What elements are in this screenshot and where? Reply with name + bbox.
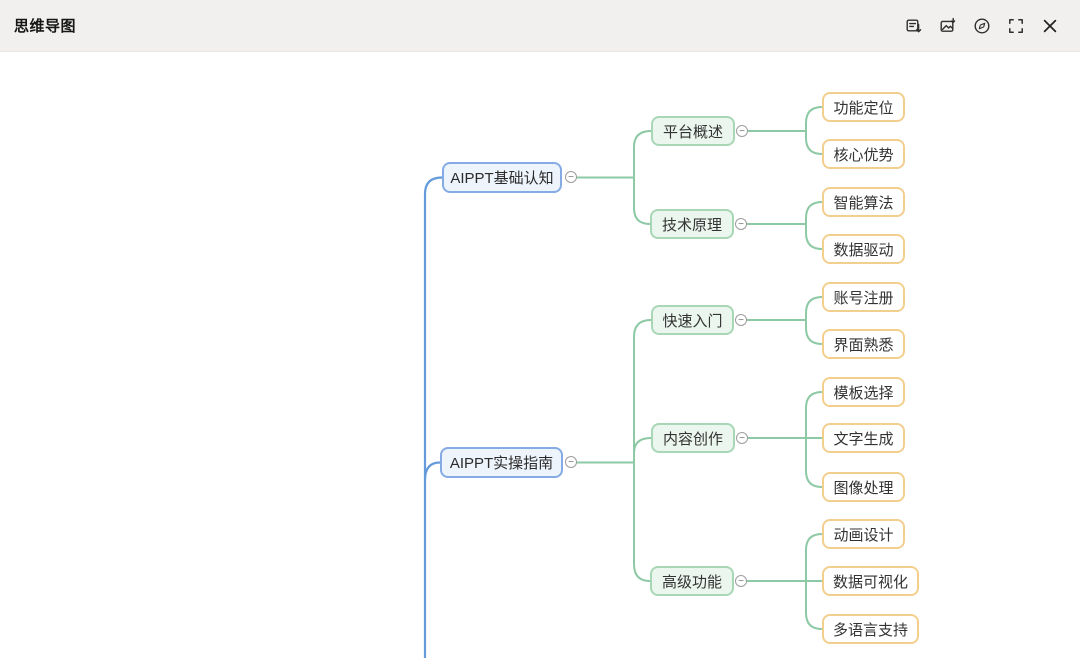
mindmap-node-level3[interactable]: 动画设计: [822, 519, 905, 549]
collapse-button[interactable]: −: [736, 125, 748, 137]
root-connectors: [423, 176, 444, 658]
mindmap-node-level1[interactable]: AIPPT基础认知: [442, 162, 562, 193]
collapse-button[interactable]: −: [735, 575, 747, 587]
collapse-button[interactable]: −: [565, 456, 577, 468]
export-outline-icon[interactable]: [905, 17, 923, 35]
collapse-button[interactable]: −: [735, 314, 747, 326]
fullscreen-icon[interactable]: [1007, 17, 1025, 35]
branch-connectors: [576, 106, 823, 630]
collapse-button[interactable]: −: [736, 432, 748, 444]
mindmap-node-level2[interactable]: 技术原理: [650, 209, 734, 239]
mindmap-node-level3[interactable]: 图像处理: [822, 472, 905, 502]
mindmap-node-level3[interactable]: 界面熟悉: [822, 329, 905, 359]
mindmap-node-level3[interactable]: 文字生成: [822, 423, 905, 453]
mindmap-node-level2[interactable]: 内容创作: [651, 423, 735, 453]
mindmap-node-level2[interactable]: 高级功能: [650, 566, 734, 596]
collapse-button[interactable]: −: [735, 218, 747, 230]
window-title: 思维导图: [14, 18, 77, 35]
mindmap-node-level3[interactable]: 数据驱动: [822, 234, 905, 264]
compass-locate-icon[interactable]: [973, 17, 991, 35]
titlebar: 思维导图: [0, 0, 1080, 52]
mindmap-node-level3[interactable]: 核心优势: [822, 139, 905, 169]
mindmap-node-level3[interactable]: 智能算法: [822, 187, 905, 217]
mindmap-node-level3[interactable]: 模板选择: [822, 377, 905, 407]
toolbar: [905, 17, 1080, 35]
mindmap-node-level3[interactable]: 数据可视化: [822, 566, 919, 596]
export-image-icon[interactable]: [939, 17, 957, 35]
collapse-button[interactable]: −: [565, 171, 577, 183]
mindmap-node-level2[interactable]: 平台概述: [651, 116, 735, 146]
mindmap-node-level3[interactable]: 功能定位: [822, 92, 905, 122]
mindmap-node-level3[interactable]: 账号注册: [822, 282, 905, 312]
mindmap-node-level2[interactable]: 快速入门: [651, 305, 734, 335]
mindmap-node-level1[interactable]: AIPPT实操指南: [440, 447, 563, 478]
close-icon[interactable]: [1041, 17, 1059, 35]
mindmap-canvas[interactable]: AIPPT基础认知 AIPPT实操指南 平台概述 技术原理 快速入门 内容创作 …: [0, 52, 1080, 658]
mindmap-node-level3[interactable]: 多语言支持: [822, 614, 919, 644]
